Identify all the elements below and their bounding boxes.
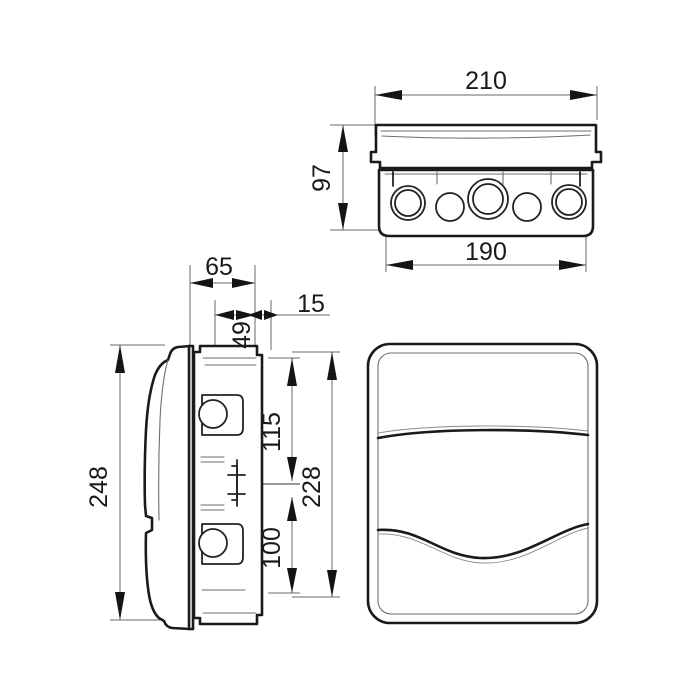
- front-view-wave-upper: [376, 425, 590, 440]
- side-view-body: [187, 344, 264, 631]
- mount-hole-bottom: [198, 523, 244, 565]
- dimension-label-65: 65: [205, 253, 233, 281]
- dimension-label-97: 97: [308, 164, 336, 192]
- dimension-228: [292, 351, 340, 598]
- dimension-210: [374, 86, 598, 135]
- top-view-body: [377, 168, 595, 238]
- dimension-label-190: 190: [465, 238, 507, 266]
- dimension-115: [268, 357, 300, 481]
- front-view-wave-lower: [376, 522, 590, 564]
- dimension-label-228: 228: [298, 466, 326, 508]
- dimension-100: [268, 497, 300, 594]
- front-view-inner-face: [377, 352, 589, 615]
- knockout-5: [551, 184, 587, 220]
- dimension-label-49: 49: [228, 321, 256, 349]
- dimension-97: [330, 124, 395, 231]
- dimension-190: [385, 235, 587, 272]
- front-view-group: [366, 342, 599, 625]
- knockout-3: [467, 178, 509, 220]
- dimension-15: [248, 300, 330, 350]
- dimension-65: [189, 265, 256, 352]
- dimension-label-115: 115: [258, 412, 286, 452]
- side-view-group: [110, 265, 340, 631]
- dimension-label-100: 100: [258, 527, 286, 569]
- dimension-label-248: 248: [85, 466, 113, 508]
- mount-hole-top: [198, 394, 244, 436]
- side-view-mid-detail: [200, 456, 246, 511]
- top-view-group: [330, 86, 603, 272]
- dimension-label-15: 15: [297, 290, 325, 318]
- dimension-label-210: 210: [465, 67, 507, 95]
- knockout-4: [512, 192, 542, 222]
- side-view-cover: [143, 344, 192, 631]
- knockout-2: [435, 192, 465, 222]
- top-view-ribs: [392, 171, 581, 187]
- dimension-248: [110, 344, 165, 621]
- knockout-1: [390, 185, 426, 221]
- top-view-lid: [369, 123, 603, 170]
